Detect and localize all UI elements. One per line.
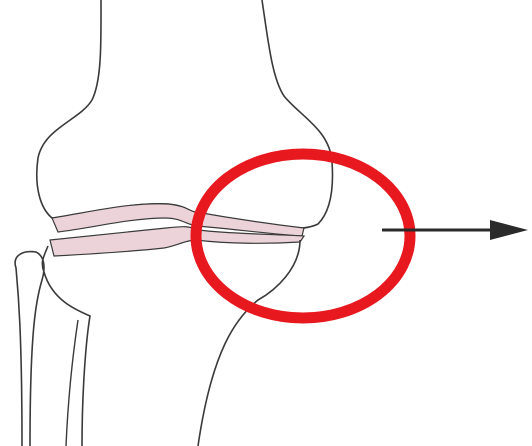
tibia-inner-line (66, 320, 78, 446)
tibia-outline (42, 240, 300, 446)
femur-outline (37, 0, 333, 229)
fibula-outline (15, 252, 44, 446)
